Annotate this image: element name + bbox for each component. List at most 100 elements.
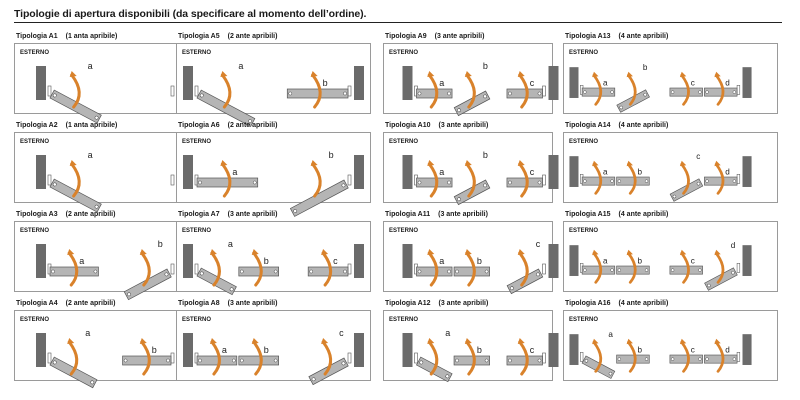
rotation-arrow-head	[517, 338, 525, 344]
panel-letter: c	[691, 256, 695, 265]
typology-name: Tipologia A11	[385, 211, 431, 218]
typology-name: Tipologia A4	[16, 300, 58, 307]
esterno-label: ESTERNO	[569, 139, 599, 145]
typology-title: Tipologia A9(3 ante apribili)	[385, 33, 484, 40]
rotation-arrow-head	[714, 249, 721, 256]
typology-title: Tipologia A15(4 ante apribili)	[565, 211, 668, 218]
panel-letter: c	[339, 328, 344, 338]
left-wall	[183, 244, 193, 278]
panel-letter: c	[691, 345, 695, 354]
hinge-mark	[47, 174, 52, 186]
rotation-arrow-head	[67, 249, 75, 255]
rotation-arrow	[321, 340, 333, 376]
hinge-mark	[414, 352, 418, 364]
sash-panel	[581, 265, 616, 275]
panel-letter: a	[79, 256, 84, 266]
esterno-label: ESTERNO	[389, 228, 419, 234]
rotation-arrow	[252, 340, 263, 376]
panel-letter: b	[158, 239, 163, 249]
esterno-label: ESTERNO	[569, 228, 599, 234]
sash-panel	[704, 354, 738, 364]
rotation-arrow	[311, 162, 322, 198]
typology-description: (3 ante apribili)	[438, 300, 489, 307]
typology-title: Tipologia A3(2 ante apribili)	[16, 211, 115, 218]
panel-letter: a	[222, 345, 227, 355]
sash-panel	[196, 177, 259, 188]
typology-name: Tipologia A8	[178, 300, 220, 307]
hinge-mark	[47, 352, 52, 364]
hinge-mark	[170, 174, 175, 186]
sash-panel	[616, 176, 650, 186]
hinge-mark	[736, 174, 741, 184]
rotation-arrow-head	[679, 71, 687, 78]
left-wall	[402, 244, 413, 278]
typology-name: Tipologia A7	[178, 211, 220, 218]
right-wall	[742, 156, 752, 187]
rotation-arrow-head	[517, 71, 525, 77]
rotation-arrow	[592, 340, 603, 373]
sash-panel	[704, 87, 738, 97]
panel-letter: b	[329, 150, 334, 160]
rotation-arrow-head	[592, 71, 599, 78]
panel-letter: a	[238, 61, 243, 71]
rotation-arrow-head	[679, 160, 687, 167]
panel-letter: c	[530, 345, 535, 355]
rotation-arrow	[465, 162, 476, 198]
rotation-arrow	[680, 251, 690, 284]
typology-description: (4 ante apribili)	[618, 300, 669, 307]
panel-letter: d	[725, 167, 730, 176]
rotation-arrow-head	[464, 71, 472, 77]
rotation-arrow-head	[517, 160, 525, 166]
rotation-arrow-head	[139, 249, 147, 255]
rotation-arrow	[210, 251, 221, 287]
rotation-arrow-head	[427, 160, 435, 166]
left-wall	[36, 333, 46, 367]
sash-panel	[416, 177, 453, 188]
rotation-arrow	[714, 340, 725, 373]
panel-letter: b	[637, 167, 642, 176]
left-wall	[569, 67, 579, 98]
hinge-mark	[736, 85, 741, 95]
rotation-arrow	[427, 73, 439, 109]
rotation-arrow-head	[592, 338, 599, 345]
rotation-arrow	[67, 340, 79, 376]
hinge-mark	[347, 263, 352, 275]
esterno-label: ESTERNO	[389, 50, 419, 56]
rotation-arrow	[714, 251, 725, 284]
panel-letter: c	[530, 167, 535, 177]
right-wall	[354, 66, 364, 100]
window-diagram: abc	[402, 150, 559, 206]
typology-description: (3 ante apribili)	[227, 300, 278, 307]
hinge-mark	[736, 352, 741, 362]
rotation-arrow-head	[679, 249, 687, 256]
typology-name: Tipologia A16	[565, 300, 611, 307]
sash-panel	[286, 88, 349, 99]
panel-letter: c	[691, 78, 695, 87]
rotation-arrow	[592, 251, 603, 284]
esterno-label: ESTERNO	[182, 317, 212, 323]
typology-name: Tipologia A5	[178, 33, 220, 40]
rotation-arrow-head	[220, 71, 228, 77]
rotation-arrow-head	[321, 249, 329, 255]
rotation-arrow	[465, 251, 476, 287]
esterno-label: ESTERNO	[389, 139, 419, 145]
panel-letter: b	[152, 345, 157, 355]
sash-panel	[196, 355, 238, 366]
rotation-arrow	[627, 251, 637, 284]
typology-description: (2 ante apribili)	[65, 300, 116, 307]
hinge-mark	[170, 263, 175, 275]
rotation-arrow-head	[626, 338, 633, 345]
panel-letter: b	[477, 256, 482, 266]
panel-letter: c	[536, 239, 541, 249]
